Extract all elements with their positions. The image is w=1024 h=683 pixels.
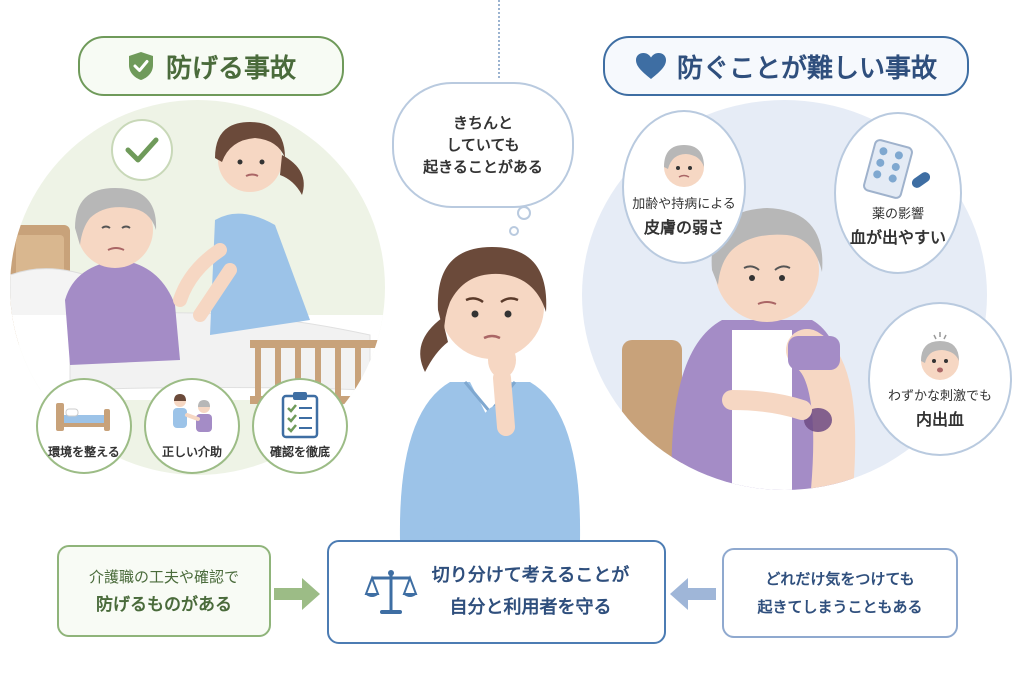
bruise-line-2: 内出血 bbox=[915, 409, 964, 429]
thought-line-1: きちんと bbox=[452, 114, 513, 132]
bed-icon bbox=[56, 403, 110, 431]
preventable-summary-box: 介護職の工夫や確認で 防げるものがある bbox=[57, 545, 271, 637]
thought-bubble: きちんと していても 起きることがある bbox=[392, 82, 574, 208]
elderly-bruise-illustration bbox=[622, 208, 856, 490]
pill-pack-icon bbox=[863, 138, 931, 199]
arrow-left-icon bbox=[670, 578, 716, 610]
conclusion-line-1: 切り分けて考えることが bbox=[431, 565, 630, 586]
skin-weakness-line-1: 加齢や持病による bbox=[632, 196, 736, 212]
preventable-title-text: 防げる事故 bbox=[165, 53, 296, 84]
checklist-icon bbox=[281, 392, 319, 439]
bruise-bubble: わずかな刺激でも 内出血 bbox=[868, 302, 1012, 456]
preventable-summary-line-1: 介護職の工夫や確認で bbox=[88, 568, 239, 586]
preventable-summary-line-2: 防げるものがある bbox=[96, 595, 232, 615]
correct-assist-circle: 正しい介助 bbox=[144, 378, 240, 474]
thought-line-2: していても bbox=[446, 136, 520, 154]
thinking-caregiver-illustration bbox=[399, 247, 581, 540]
environment-circle: 環境を整える bbox=[36, 378, 132, 474]
shield-check-icon bbox=[128, 52, 153, 80]
caregiver-helping-elderly-illustration bbox=[10, 119, 385, 404]
startled-elderly-face-icon bbox=[921, 331, 959, 380]
heart-icon bbox=[635, 53, 666, 79]
medication-bubble: 薬の影響 血が出やすい bbox=[834, 112, 962, 274]
elderly-face-icon bbox=[664, 144, 704, 187]
correct-assist-label: 正しい介助 bbox=[161, 445, 222, 459]
hard-summary-line-2: 起きてしまうこともある bbox=[757, 598, 923, 616]
hard-to-prevent-summary-box: どれだけ気をつけても 起きてしまうこともある bbox=[722, 548, 958, 638]
hard-to-prevent-title-text: 防ぐことが難しい事故 bbox=[676, 53, 937, 84]
skin-weakness-bubble: 加齢や持病による 皮膚の弱さ bbox=[622, 110, 746, 264]
arrow-right-icon bbox=[274, 578, 320, 610]
confirm-circle: 確認を徹底 bbox=[252, 378, 348, 474]
balance-scale-icon bbox=[364, 570, 418, 614]
hard-summary-line-1: どれだけ気をつけても bbox=[765, 570, 915, 588]
thought-dots bbox=[509, 206, 531, 236]
bruise-line-1: わずかな刺激でも bbox=[887, 388, 992, 404]
medication-line-1: 薬の影響 bbox=[871, 206, 924, 222]
center-dotted-divider bbox=[498, 0, 500, 78]
environment-label: 環境を整える bbox=[48, 445, 120, 459]
medication-line-2: 血が出やすい bbox=[849, 227, 946, 247]
confirm-label: 確認を徹底 bbox=[269, 445, 330, 459]
conclusion-line-2: 自分と利用者を守る bbox=[449, 597, 612, 618]
hard-to-prevent-title: 防ぐことが難しい事故 bbox=[603, 36, 969, 96]
preventable-scene bbox=[10, 100, 385, 475]
preventable-title: 防げる事故 bbox=[78, 36, 344, 96]
skin-weakness-line-2: 皮膚の弱さ bbox=[643, 217, 724, 237]
thought-line-3: 起きることがある bbox=[423, 158, 543, 176]
conclusion-box: 切り分けて考えることが 自分と利用者を守る bbox=[327, 540, 666, 644]
caregiver-assist-icon bbox=[173, 394, 212, 432]
